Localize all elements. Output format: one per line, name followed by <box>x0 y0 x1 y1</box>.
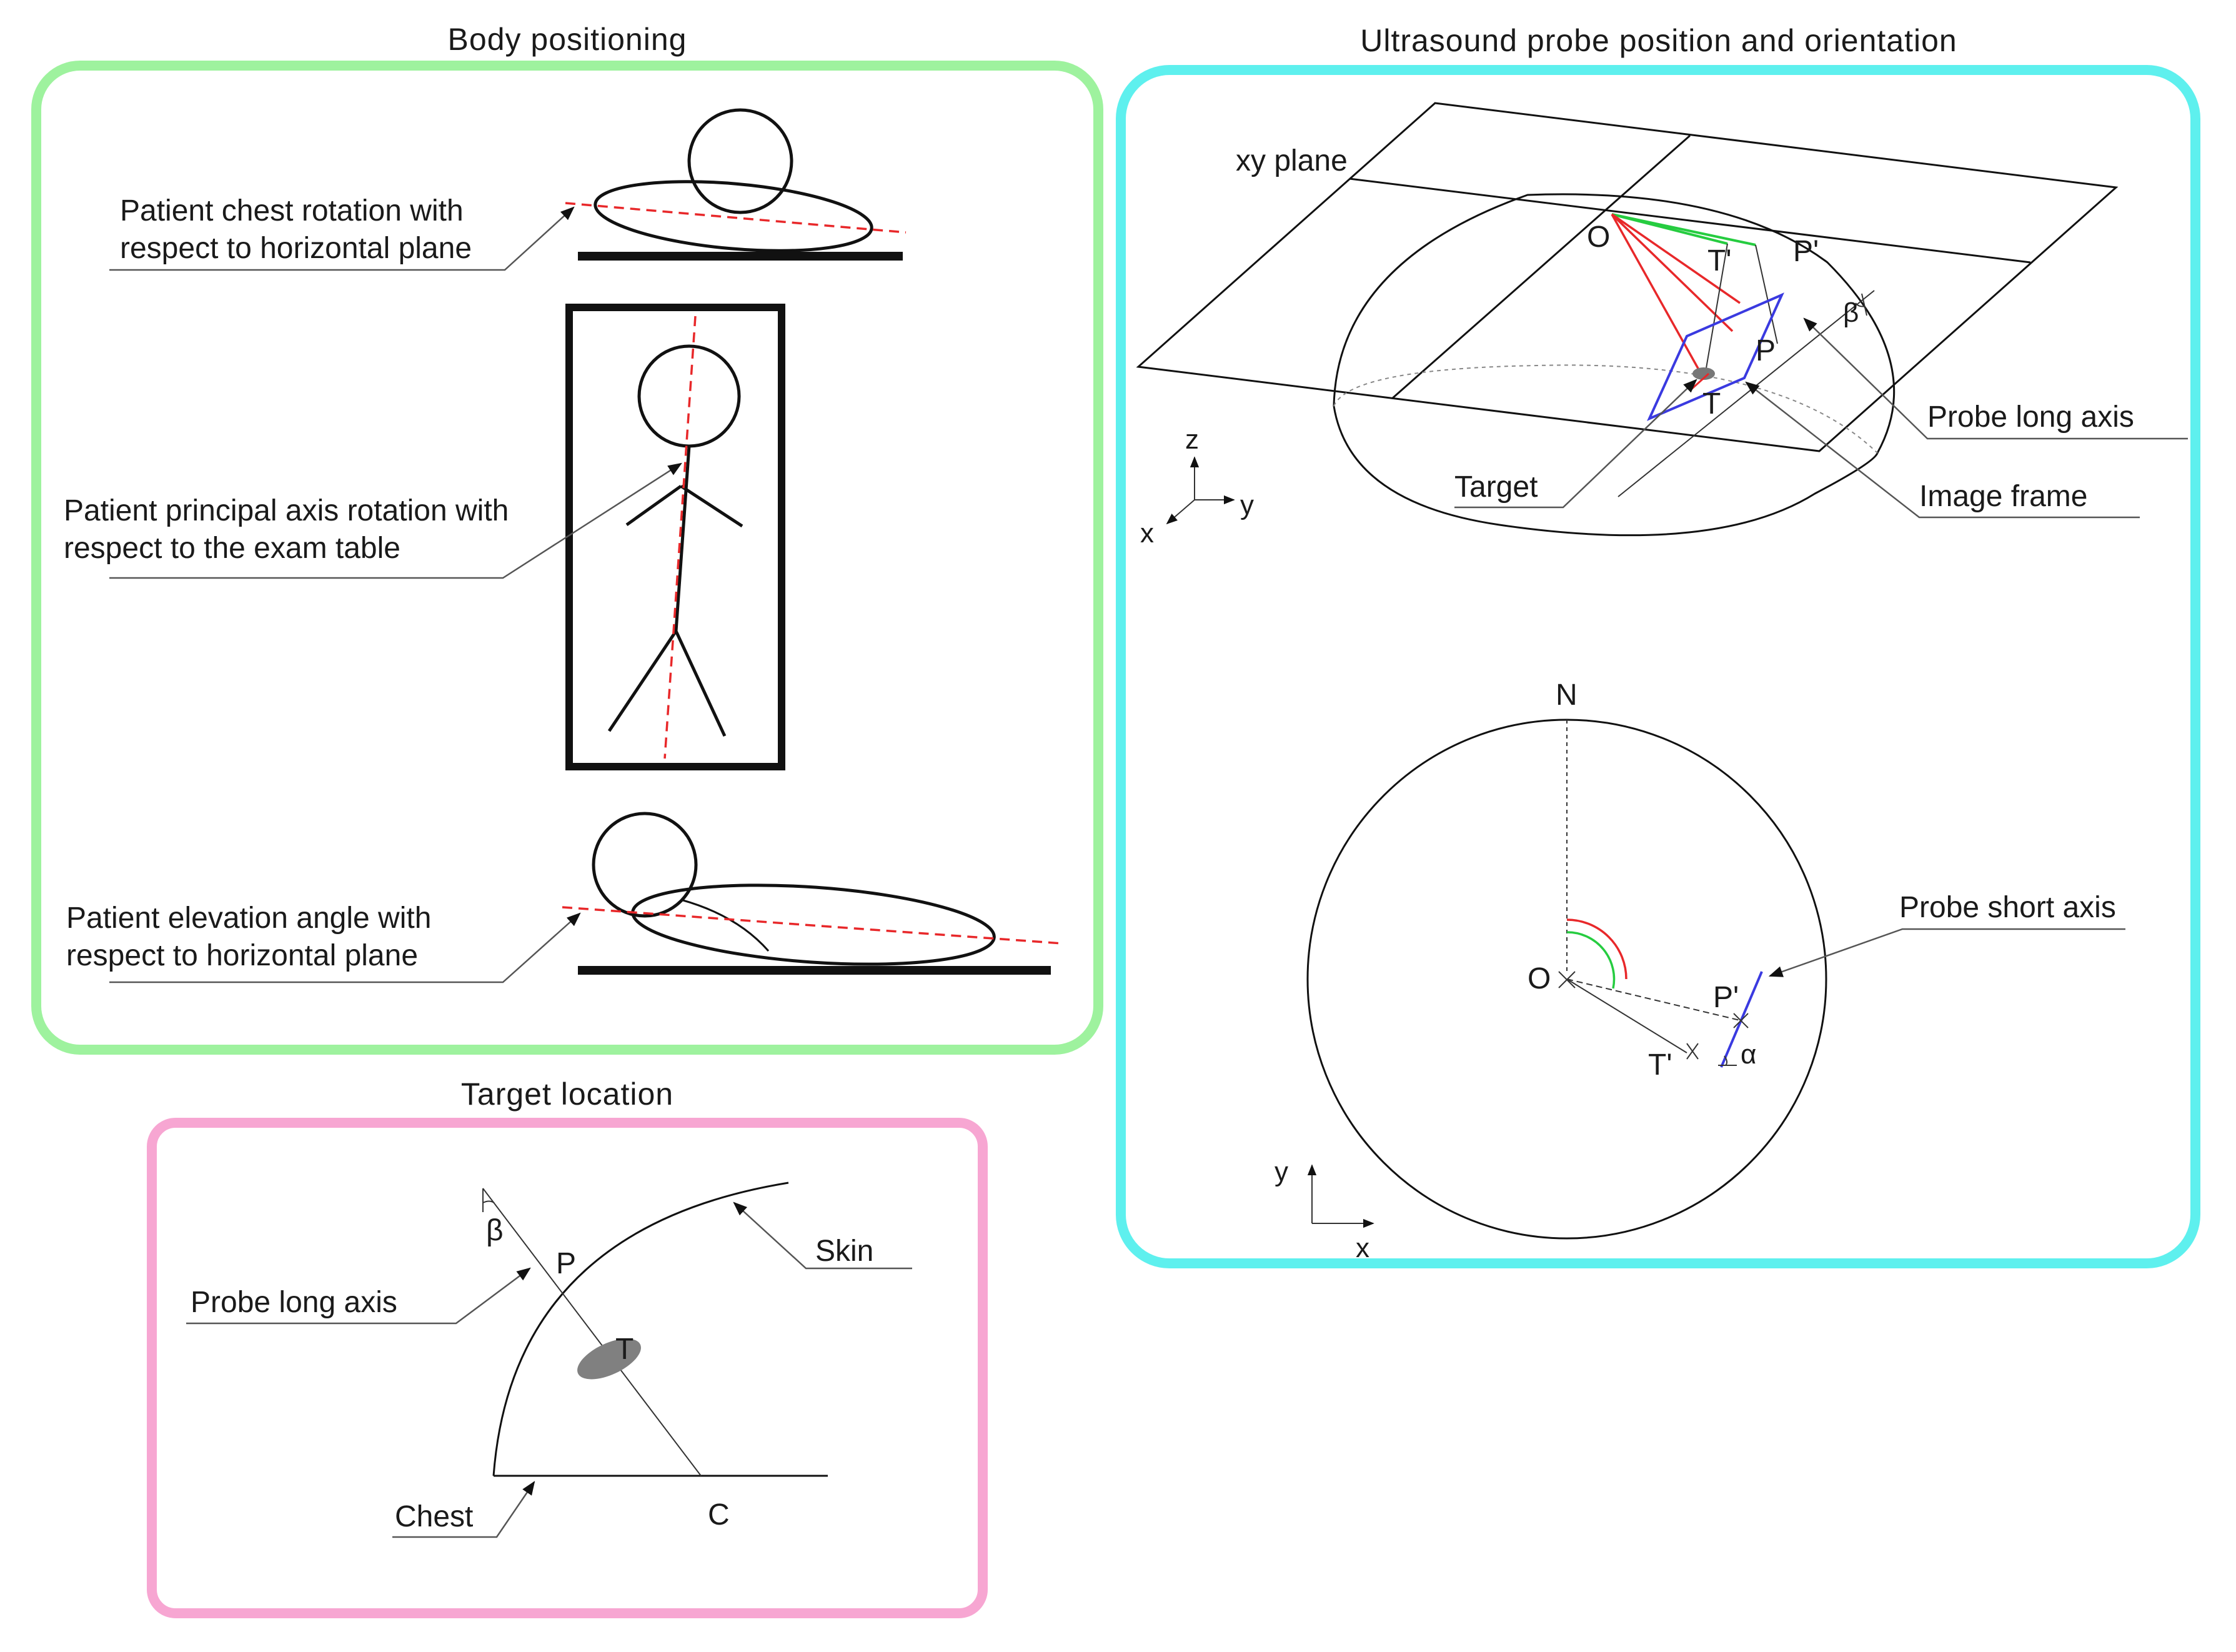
alpha-label: α <box>1741 1039 1756 1070</box>
probe-long-axis-line <box>482 1188 702 1476</box>
target-beta-label: β <box>486 1214 504 1247</box>
beta-angle-mark <box>482 1188 495 1212</box>
body-panel-frame <box>31 61 1103 1055</box>
principal-axis-label-line2: respect to the exam table <box>64 532 400 565</box>
probe-point-Pprime-3d: P' <box>1793 235 1819 268</box>
axis-y-label-3d: y <box>1240 490 1254 520</box>
target-point-P: P <box>556 1247 576 1280</box>
chest-rotation-figure <box>565 108 907 261</box>
target-probe-long-axis-label: Probe long axis <box>191 1286 397 1319</box>
probe-position-panel: Ultrasound probe position and orientatio… <box>1116 23 2200 1268</box>
target-point-C: C <box>708 1498 730 1531</box>
target-panel-title: Target location <box>461 1077 673 1112</box>
elevation-figure <box>562 812 1063 975</box>
principal-axis-label-line1: Patient principal axis rotation with <box>64 494 509 527</box>
target-blob <box>577 1338 641 1380</box>
chest-rotation-label-line1: Patient chest rotation with <box>120 194 464 227</box>
principal-axis-figure <box>565 304 785 770</box>
axis-z-label-3d: z <box>1185 424 1199 455</box>
elevation-label-line1: Patient elevation angle with <box>66 902 431 935</box>
probe-long-axis-label: Probe long axis <box>1927 401 2134 434</box>
probe-panel-title: Ultrasound probe position and orientatio… <box>1360 23 1957 58</box>
xyz-axes-indicator <box>1166 456 1235 525</box>
body-panel-title: Body positioning <box>448 22 687 57</box>
probe-3d-view <box>1136 102 2119 537</box>
probe-point-T-3d: T <box>1702 387 1721 420</box>
skin-label: Skin <box>815 1235 873 1268</box>
probe-point-Tprime-2d: T' <box>1648 1048 1672 1082</box>
body-positioning-panel: Body positioning Patient chest rotation … <box>31 22 1103 1055</box>
target-location-panel: Target location β P T C Probe long axis … <box>147 1077 988 1618</box>
north-label: N <box>1556 679 1578 712</box>
probe-panel-frame <box>1116 65 2200 1268</box>
xy-axes-indicator <box>1307 1164 1374 1228</box>
chest-label: Chest <box>395 1500 473 1533</box>
probe-point-P-3d: P <box>1756 334 1776 367</box>
target-point-T: T <box>615 1333 634 1366</box>
xy-plane-label: xy plane <box>1236 144 1348 177</box>
probe-point-O-3d: O <box>1587 221 1610 254</box>
probe-point-Tprime-3d: T' <box>1707 244 1731 277</box>
axis-x-label-2d: x <box>1356 1233 1369 1263</box>
skin-curve <box>492 1182 789 1476</box>
probe-point-Pprime-2d: P' <box>1713 981 1739 1014</box>
probe-point-O-2d: O <box>1528 962 1551 995</box>
target-label-3d: Target <box>1454 470 1538 504</box>
probe-top-view <box>1306 719 1827 1240</box>
probe-short-axis-label: Probe short axis <box>1899 891 2116 924</box>
image-frame-label: Image frame <box>1919 480 2087 513</box>
chest-rotation-label-line2: respect to horizontal plane <box>120 232 472 265</box>
axis-x-label-3d: x <box>1140 518 1154 549</box>
axis-y-label-2d: y <box>1275 1157 1288 1187</box>
elevation-label-line2: respect to horizontal plane <box>66 939 418 972</box>
target-panel-frame <box>147 1118 988 1618</box>
probe-beta-label: β <box>1843 297 1859 328</box>
